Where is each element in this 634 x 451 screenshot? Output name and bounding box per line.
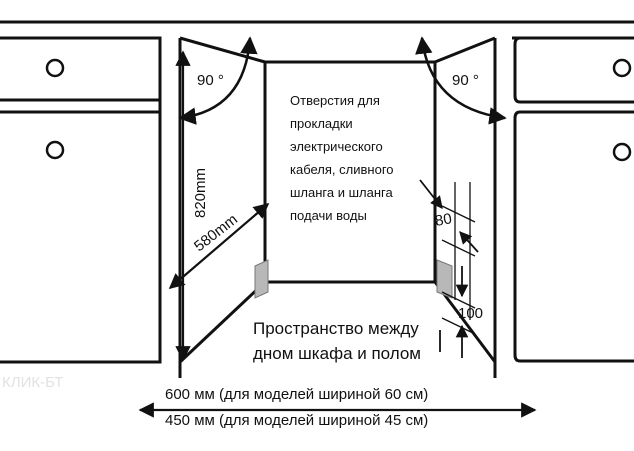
height-label: 820mm	[192, 168, 209, 218]
right-angle-label: 90 °	[452, 72, 479, 89]
hole-note-line: подачи воды	[290, 208, 367, 223]
right-angle-arc	[415, 36, 507, 125]
dim-100-label: 100	[458, 305, 483, 322]
depth-dimension-line	[168, 202, 270, 290]
hole-note-line: кабеля, сливного	[290, 162, 394, 177]
right-door-knob	[612, 142, 632, 162]
left-angle-arc	[178, 36, 258, 125]
countertop	[0, 20, 634, 40]
left-drawer-knob	[45, 58, 65, 78]
hole-note: Отверстия для прокладки электрического к…	[290, 93, 394, 223]
space-note-line: дном шкафа и полом	[253, 344, 421, 363]
hole-note-line: Отверстия для	[290, 93, 380, 108]
hole-note-line: шланга и шланга	[290, 185, 393, 200]
space-note-line: Пространство между	[253, 319, 419, 338]
hole-note-line: электрического	[290, 139, 383, 154]
width-600-label: 600 мм (для моделей шириной 60 см)	[165, 386, 428, 403]
width-450-label: 450 мм (для моделей шириной 45 см)	[165, 412, 428, 429]
left-angle-label: 90 °	[197, 72, 224, 89]
hole-note-line: прокладки	[290, 116, 353, 131]
left-door-knob	[45, 140, 65, 160]
dim-80-label: 80	[434, 210, 453, 230]
side-blocks	[254, 259, 453, 299]
space-note: Пространство между дном шкафа и полом	[253, 319, 421, 363]
left-cabinet	[0, 36, 182, 364]
watermark: КЛИК-БТ	[2, 374, 63, 391]
right-cabinet	[493, 36, 634, 363]
dim-80-arrows	[419, 179, 479, 253]
right-drawer-knob	[612, 58, 632, 78]
